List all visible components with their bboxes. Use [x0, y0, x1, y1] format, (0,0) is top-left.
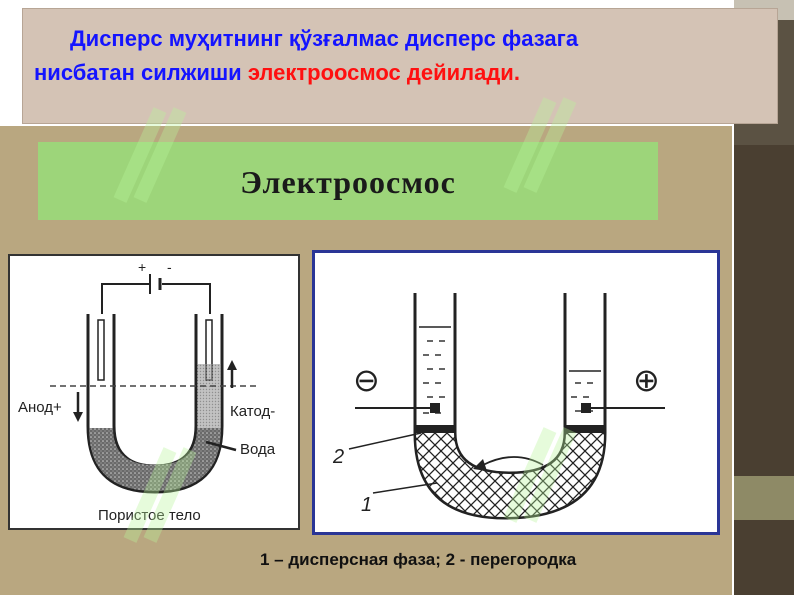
left-diagram-panel: + - Анод+ Катод- Вода Пористое тело	[8, 254, 300, 530]
definition-line2: нисбатан силжиши	[34, 60, 248, 85]
anode-label: Анод+	[18, 399, 62, 416]
definition-term: электроосмос дейилади.	[247, 60, 520, 85]
battery-minus: -	[167, 259, 172, 275]
label-1: 1	[361, 494, 372, 516]
minus-electrode-symbol: ⊖	[353, 362, 380, 398]
electroosmosis-u-tube-left: + - Анод+ Катод- Вода Пористое тело	[18, 259, 276, 524]
definition-text: Дисперс муҳитнинг қўзғалмас дисперс фаза…	[34, 22, 764, 90]
diagram-caption: 1 – дисперсная фаза; 2 - перегородка	[260, 550, 577, 569]
cathode-label: Катод-	[230, 403, 275, 420]
definition-box	[22, 8, 778, 124]
right-decor-block	[734, 520, 794, 595]
battery-plus: +	[138, 259, 146, 275]
label-2: 2	[332, 446, 344, 468]
watermark-logo	[123, 447, 197, 543]
right-diagram-panel: ⊖ ⊕ 2 1	[312, 250, 720, 535]
watermark-logo	[503, 427, 577, 523]
plus-electrode-symbol: ⊕	[633, 362, 660, 398]
porous-body-label: Пористое тело	[98, 507, 201, 524]
watermark-logo	[503, 97, 577, 193]
right-decor-block	[734, 476, 794, 520]
electroosmosis-u-tube-right: ⊖ ⊕ 2 1	[332, 293, 665, 520]
definition-line1: Дисперс муҳитнинг қўзғалмас дисперс фаза…	[70, 26, 579, 51]
water-label: Вода	[240, 441, 276, 458]
slide-title: Электроосмос	[240, 164, 456, 200]
slide-title-box: Электроосмос	[38, 142, 658, 220]
watermark-logo	[113, 107, 187, 203]
